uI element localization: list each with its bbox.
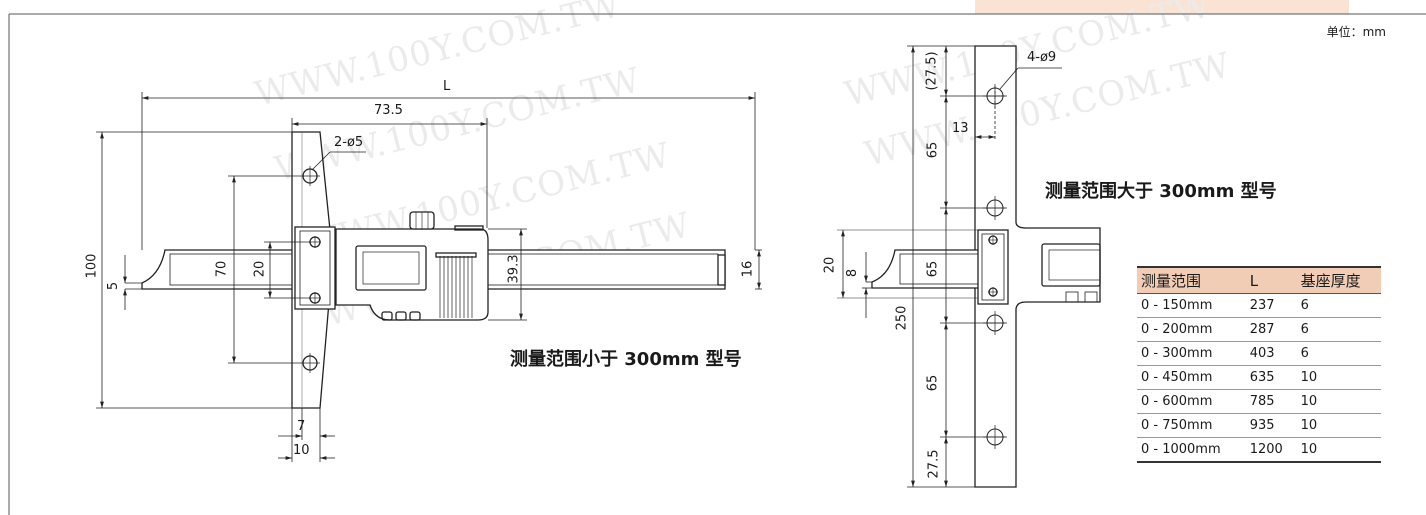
dim-65-a-label: 65 <box>925 141 941 159</box>
dim-27-5-top-label: (27.5) <box>924 51 940 91</box>
table-row: 0 - 750mm 935 10 <box>1137 413 1381 438</box>
dim-65-b-label: 65 <box>925 260 941 278</box>
right-caliper-drawing <box>871 45 1101 488</box>
dim-27-5-bottom-label: 27.5 <box>926 449 942 479</box>
dim-13-label: 13 <box>952 121 969 136</box>
left-caliper-drawing <box>141 131 726 409</box>
cell-L: 287 <box>1245 317 1297 342</box>
cell-range: 0 - 600mm <box>1137 389 1246 414</box>
dim-20-label: 20 <box>252 260 268 278</box>
cell-thickness: 6 <box>1296 317 1381 342</box>
dim-39-3-label: 39.3 <box>506 254 522 284</box>
cell-L: 785 <box>1245 389 1297 414</box>
table-row: 0 - 600mm 785 10 <box>1137 389 1381 414</box>
dim-250-label: 250 <box>894 305 910 331</box>
cell-L: 403 <box>1245 341 1297 366</box>
table-row: 0 - 200mm 287 6 <box>1137 317 1381 342</box>
table-row: 0 - 1000mm 1200 10 <box>1137 437 1381 462</box>
table-header-row: 测量范围 L 基座厚度 <box>1137 266 1381 294</box>
cell-L: 935 <box>1245 413 1297 438</box>
cell-thickness: 10 <box>1296 437 1381 462</box>
table-row: 0 - 450mm 635 10 <box>1137 365 1381 390</box>
header-accent-band <box>975 0 1349 14</box>
cell-thickness: 10 <box>1296 413 1381 438</box>
dim-20-right-label: 20 <box>822 256 838 274</box>
cell-thickness: 6 <box>1296 341 1381 366</box>
header-range: 测量范围 <box>1137 266 1246 294</box>
cell-range: 0 - 150mm <box>1137 293 1246 318</box>
cell-range: 0 - 1000mm <box>1137 437 1246 462</box>
dim-73-5-label: 73.5 <box>374 103 403 118</box>
header-base-thickness: 基座厚度 <box>1296 266 1381 294</box>
dim-5-label: 5 <box>106 281 122 291</box>
cell-range: 0 - 450mm <box>1137 365 1246 390</box>
spec-table: 测量范围 L 基座厚度 0 - 150mm 237 6 0 - 200mm 28… <box>1137 266 1381 463</box>
table-row: 0 - 300mm 403 6 <box>1137 341 1381 366</box>
header-L: L <box>1245 266 1297 294</box>
right-view-title: 测量范围大于 300mm 型号 <box>1045 181 1277 202</box>
right-dimension-lines <box>837 45 1062 488</box>
dim-10-label: 10 <box>293 443 310 458</box>
dim-2-holes-label: 2-ø5 <box>334 135 364 150</box>
cell-range: 0 - 750mm <box>1137 413 1246 438</box>
cell-thickness: 10 <box>1296 365 1381 390</box>
left-view-title: 测量范围小于 300mm 型号 <box>510 349 742 370</box>
dim-16-label: 16 <box>740 260 756 278</box>
dim-L-label: L <box>443 79 451 94</box>
cell-L: 635 <box>1245 365 1297 390</box>
cell-L: 1200 <box>1245 437 1297 462</box>
unit-label: 单位：mm <box>1326 25 1386 39</box>
dim-4-holes-label: 4-ø9 <box>1027 50 1057 65</box>
left-dimension-lines <box>96 92 762 462</box>
dim-65-c-label: 65 <box>925 374 941 392</box>
dim-70-label: 70 <box>214 260 230 278</box>
dim-7-label: 7 <box>297 419 306 434</box>
cell-thickness: 6 <box>1296 293 1381 318</box>
cell-range: 0 - 200mm <box>1137 317 1246 342</box>
cell-L: 237 <box>1245 293 1297 318</box>
table-row: 0 - 150mm 237 6 <box>1137 293 1381 318</box>
cell-thickness: 10 <box>1296 389 1381 414</box>
dim-100-label: 100 <box>84 253 100 279</box>
cell-range: 0 - 300mm <box>1137 341 1246 366</box>
dim-8-label: 8 <box>845 268 861 278</box>
